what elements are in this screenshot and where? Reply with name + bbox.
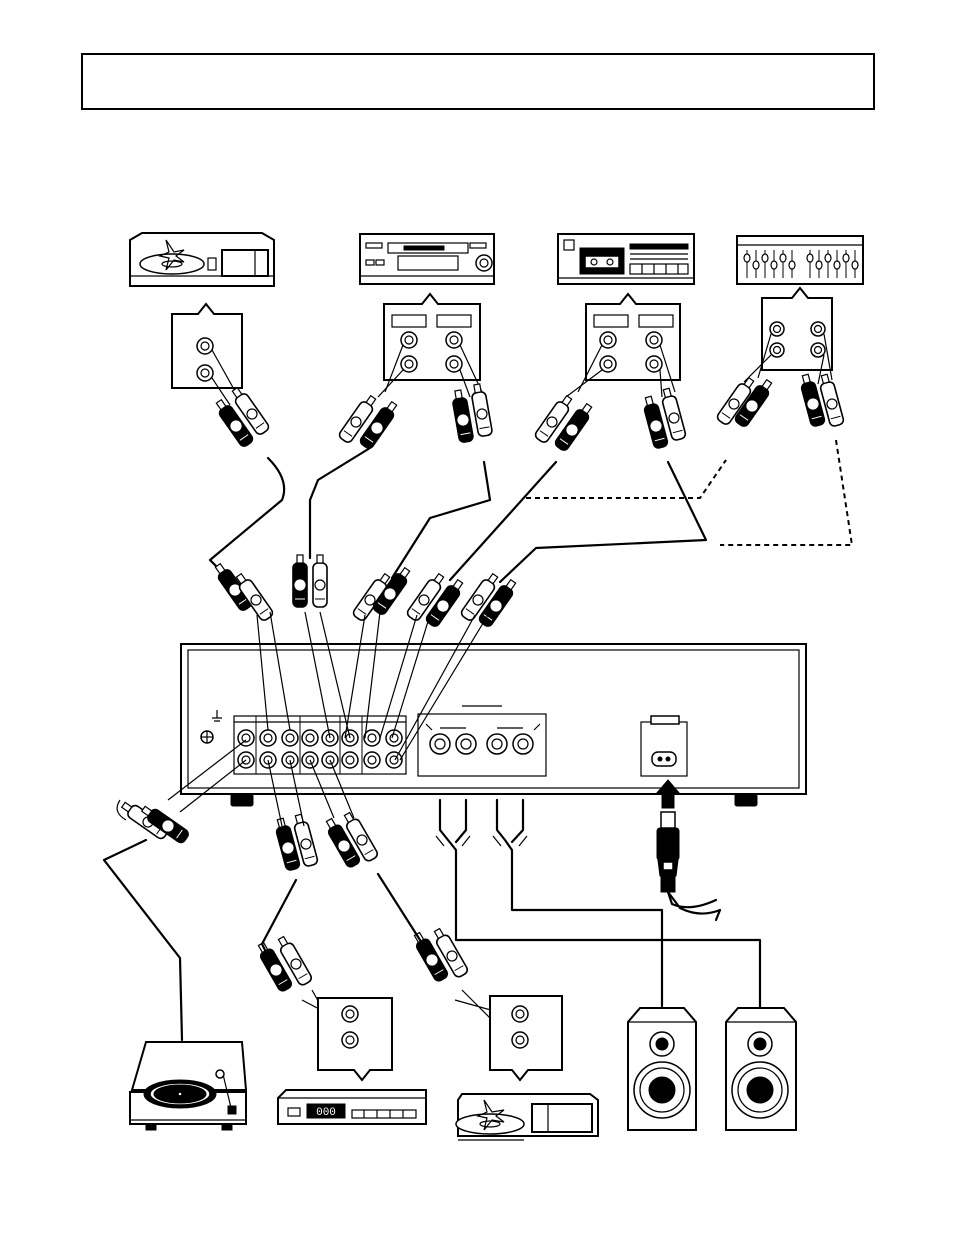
amp-input-jack bbox=[342, 752, 358, 768]
amp-input-jack bbox=[386, 752, 402, 768]
amp-input-jack bbox=[364, 752, 380, 768]
speaker-left-icon bbox=[628, 1008, 696, 1130]
cassette-deck-icon bbox=[558, 234, 694, 284]
md-jack-panel bbox=[384, 294, 480, 380]
amp-input-jack bbox=[364, 730, 380, 746]
rca-plug bbox=[313, 555, 327, 607]
amplifier-rear-panel-icon bbox=[181, 644, 806, 806]
cd-bottom-jack-panel bbox=[490, 996, 562, 1080]
cd-player-top-icon bbox=[130, 233, 274, 286]
rca-plug bbox=[451, 389, 474, 443]
equalizer-icon bbox=[737, 236, 863, 284]
amp-input-jack bbox=[282, 730, 298, 746]
speaker-wires bbox=[436, 800, 760, 1008]
cd-top-jack-panel bbox=[172, 304, 242, 388]
turntable-icon bbox=[130, 1042, 246, 1130]
amp-input-jack bbox=[302, 730, 318, 746]
top-cables bbox=[210, 334, 852, 582]
power-plug-icon bbox=[656, 780, 720, 920]
tuner-jack-panel bbox=[318, 998, 392, 1080]
rca-plug bbox=[798, 373, 825, 427]
cassette-jack-panel bbox=[586, 294, 680, 380]
equalizer-jack-panel bbox=[762, 288, 832, 370]
tuner-icon: 000 bbox=[278, 1090, 426, 1124]
cd-player-bottom-icon bbox=[456, 1094, 598, 1140]
tuner-display: 000 bbox=[316, 1107, 336, 1119]
md-deck-icon bbox=[360, 234, 494, 284]
rca-plug bbox=[470, 383, 493, 437]
rca-plug bbox=[293, 555, 307, 607]
speaker-right-icon bbox=[726, 1008, 796, 1130]
amp-input-jack bbox=[260, 730, 276, 746]
